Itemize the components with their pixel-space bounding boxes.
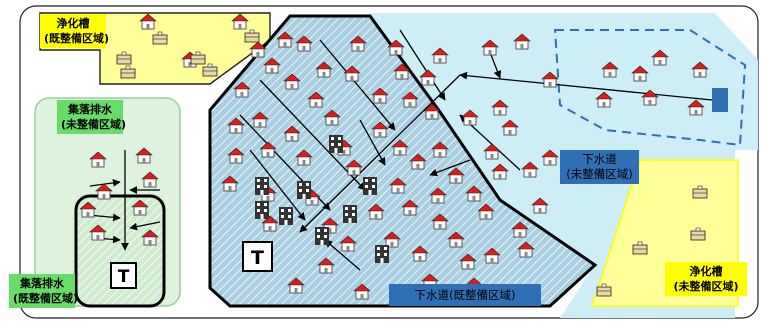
- building-icon: [343, 205, 357, 223]
- village-planned-area: [74, 194, 166, 308]
- building-icon: [255, 201, 269, 219]
- building-icon: [315, 227, 329, 245]
- building-icon: [279, 207, 293, 225]
- sewer-expansion-boundary: [553, 29, 747, 147]
- building-icon: [255, 177, 269, 195]
- label-village-planned: 集落排水(既整備区域): [9, 274, 78, 308]
- treatment-plant-sewer: T: [242, 241, 273, 272]
- label-sewer-unplanned: 下水道(未整備区域): [560, 150, 639, 184]
- building-icon: [363, 177, 377, 195]
- treatment-plant-village: T: [110, 262, 137, 289]
- label-sewer-planned: 下水道(既整備区域): [389, 284, 541, 306]
- sewer-planned-area: [208, 14, 598, 308]
- label-johkasou-unplanned: 浄化槽(未整備区域): [665, 262, 747, 296]
- label-village-unplanned: 集落排水(未整備区域): [57, 100, 126, 134]
- building-icon: [375, 245, 389, 263]
- label-johkasou-planned: 浄化槽(既整備区域): [40, 14, 109, 48]
- building-icon: [329, 135, 343, 153]
- building-icon: [297, 181, 311, 199]
- pump-station-icon: [712, 88, 728, 112]
